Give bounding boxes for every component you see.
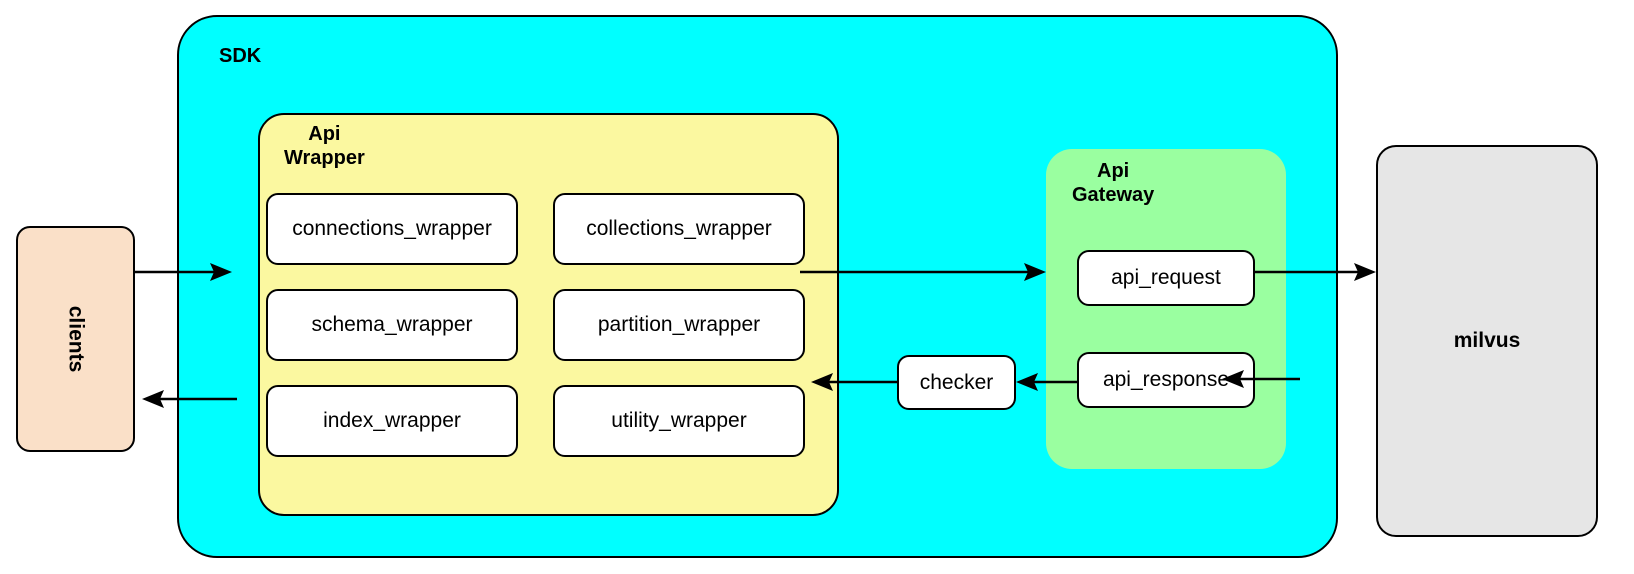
node-milvus[interactable]: milvus [1376, 145, 1598, 537]
node-schema-wrapper-label: schema_wrapper [311, 313, 473, 336]
node-index-wrapper[interactable]: index_wrapper [266, 385, 518, 457]
node-collections-wrapper[interactable]: collections_wrapper [553, 193, 805, 265]
node-api-response-label: api_response [1102, 368, 1230, 391]
node-connections-wrapper-label: connections_wrapper [292, 217, 492, 240]
node-milvus-label: milvus [1453, 329, 1521, 352]
node-checker[interactable]: checker [897, 355, 1016, 410]
node-clients-label: clients [64, 305, 88, 373]
node-collections-wrapper-label: collections_wrapper [586, 217, 772, 240]
container-api-wrapper-label: Api Wrapper [284, 123, 365, 170]
node-index-wrapper-label: index_wrapper [323, 409, 461, 432]
container-sdk-label: SDK [219, 45, 262, 67]
node-utility-wrapper-label: utility_wrapper [611, 409, 747, 432]
node-schema-wrapper[interactable]: schema_wrapper [266, 289, 518, 361]
node-clients[interactable]: clients [16, 226, 135, 452]
node-partition-wrapper[interactable]: partition_wrapper [553, 289, 805, 361]
container-api-gateway-label: Api Gateway [1072, 160, 1155, 207]
container-api-gateway[interactable]: Api Gateway [1046, 149, 1286, 469]
node-api-request-label: api_request [1111, 266, 1221, 289]
node-api-response[interactable]: api_response [1077, 352, 1255, 408]
node-connections-wrapper[interactable]: connections_wrapper [266, 193, 518, 265]
node-utility-wrapper[interactable]: utility_wrapper [553, 385, 805, 457]
node-partition-wrapper-label: partition_wrapper [597, 313, 761, 336]
node-api-request[interactable]: api_request [1077, 250, 1255, 306]
node-checker-label: checker [919, 370, 994, 394]
